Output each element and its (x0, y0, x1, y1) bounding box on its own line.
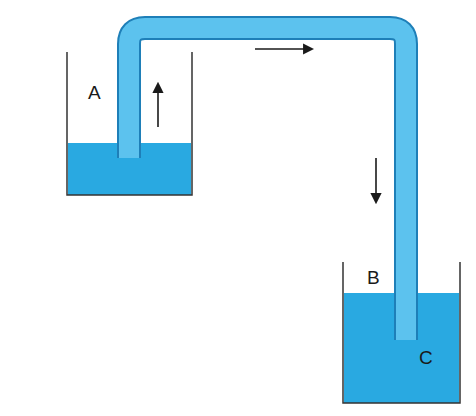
part-label: A (88, 83, 101, 102)
flow-arrow (375, 158, 377, 202)
part-label: C (419, 348, 433, 367)
part-label: B (367, 268, 380, 287)
flow-arrow (255, 48, 312, 50)
tube-water (129, 28, 406, 340)
flow-arrow (157, 84, 159, 127)
siphon-tube (129, 28, 406, 340)
